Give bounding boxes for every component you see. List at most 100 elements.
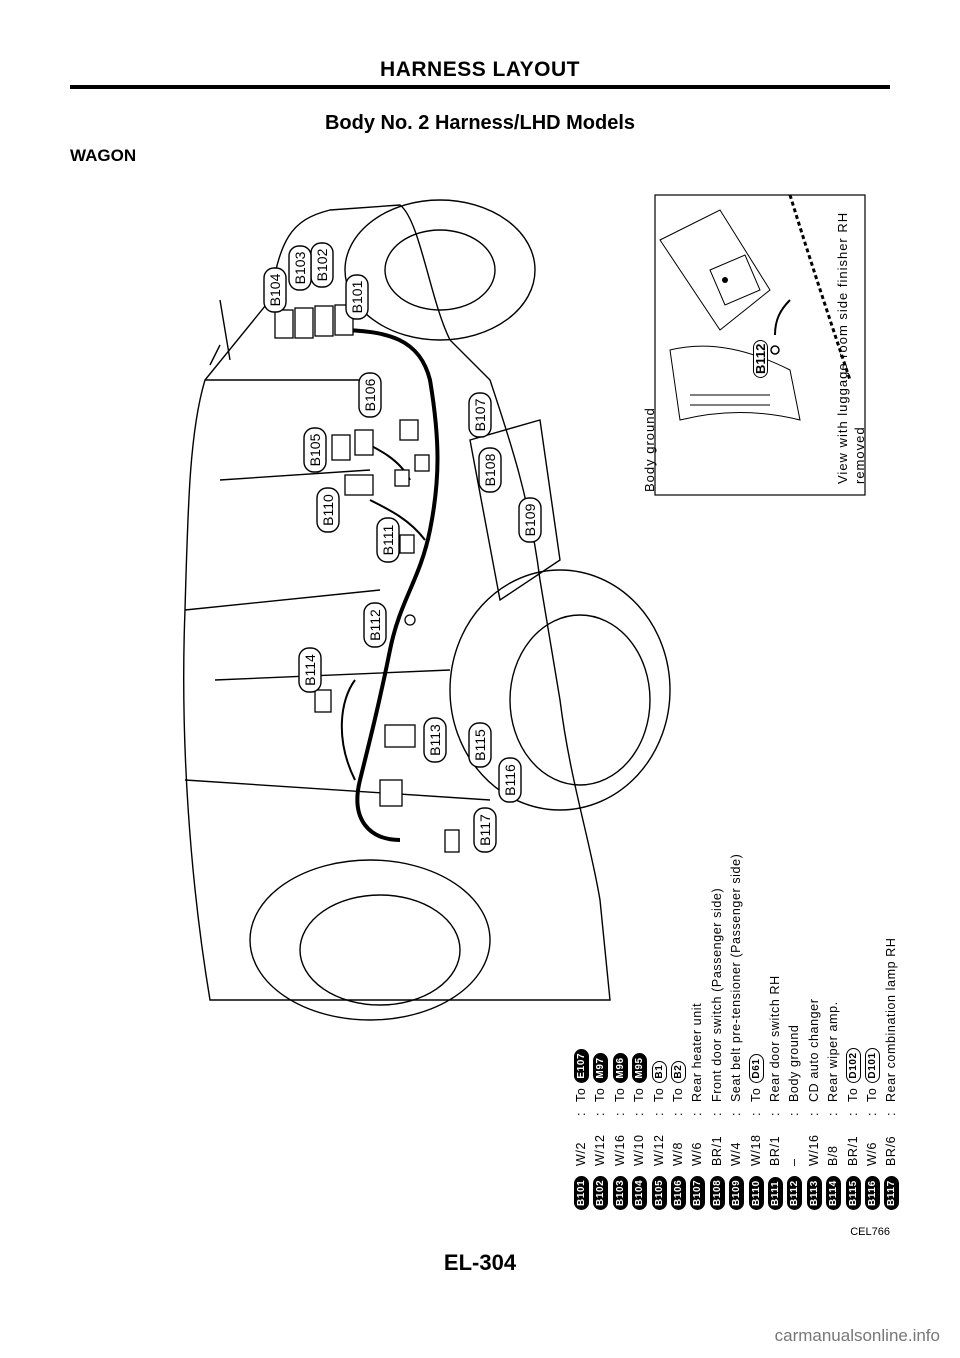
callout-b109: B109 <box>518 497 542 543</box>
connector-shapes <box>274 304 460 853</box>
legend-separator: : <box>826 1111 841 1116</box>
svg-text:B103: B103 <box>292 251 308 284</box>
legend-description: CD auto changer <box>806 998 821 1102</box>
svg-text:B115: B115 <box>472 729 488 761</box>
svg-text:B102: B102 <box>314 248 330 281</box>
legend-to-prefix: To <box>845 1087 860 1102</box>
legend-ref-connector: B1 <box>651 1060 667 1083</box>
svg-text:B109: B109 <box>522 503 538 536</box>
legend-connector-id: B115 <box>845 1176 861 1210</box>
legend-wire-color: BR/6 <box>884 1135 899 1166</box>
callout-b103: B103 <box>288 245 312 291</box>
legend-connector-id: B117 <box>884 1176 900 1210</box>
legend-description: To D102 <box>845 1048 861 1102</box>
legend-ref-connector: D101 <box>864 1048 880 1083</box>
legend-connector-id: B101 <box>574 1175 589 1210</box>
legend-wire-color: – <box>787 1158 802 1166</box>
legend-to-prefix: To <box>671 1087 685 1102</box>
legend-separator: : <box>787 1111 802 1116</box>
legend-separator: : <box>884 1111 899 1116</box>
legend-separator: : <box>612 1111 627 1116</box>
legend-wire-color: BR/1 <box>845 1135 860 1166</box>
legend-wire-color: W/6 <box>865 1141 879 1166</box>
legend-wire-color: W/12 <box>593 1134 608 1166</box>
inset-caption-line1: View with luggage room side finisher RH <box>835 211 850 484</box>
inset-body-ground-label: Body ground <box>642 407 657 492</box>
inset-caption-line2: removed <box>852 426 867 484</box>
legend-ref-connector: B2 <box>670 1060 686 1083</box>
callout-b102: B102 <box>310 242 334 288</box>
legend-connector-id: B104 <box>632 1175 648 1210</box>
page-number: EL-304 <box>443 1250 517 1275</box>
legend-separator: : <box>748 1111 763 1116</box>
legend-wire-color: BR/1 <box>709 1135 724 1166</box>
legend-wire-color: W/4 <box>729 1141 744 1166</box>
legend-to-prefix: To <box>574 1087 588 1102</box>
model-label: WAGON <box>70 146 137 165</box>
legend-description: Seat belt pre-tensioner (Passenger side) <box>729 853 744 1102</box>
figure-reference: CEL766 <box>850 1226 890 1238</box>
section-title: Body No. 2 Harness/LHD Models <box>324 112 636 134</box>
legend-row: B114 B/8: Rear wiper amp. <box>823 1001 843 1210</box>
legend-connector-id: B114 <box>826 1176 842 1210</box>
svg-text:B108: B108 <box>482 453 498 486</box>
callout-b101: B101 <box>345 274 369 320</box>
legend-separator: : <box>845 1111 860 1116</box>
legend-description: Rear door switch RH <box>768 975 782 1102</box>
legend-to-prefix: To <box>865 1087 879 1102</box>
legend-separator: : <box>865 1111 879 1116</box>
legend-wire-color: B/8 <box>826 1145 841 1166</box>
legend-description: Rear wiper amp. <box>826 1001 841 1102</box>
callout-b111: B111 <box>376 517 400 563</box>
callout-b105: B105 <box>303 427 327 473</box>
legend-connector-id: B111 <box>768 1176 783 1210</box>
legend-connector-id: B108 <box>709 1175 725 1210</box>
legend-wire-color: W/16 <box>806 1134 821 1166</box>
legend-row: B115 BR/1: To D102 <box>843 1048 863 1210</box>
legend-wire-color: W/8 <box>671 1141 685 1166</box>
legend-wire-color: W/6 <box>690 1141 705 1166</box>
header-divider <box>70 85 890 89</box>
legend-separator: : <box>806 1111 821 1116</box>
legend-to-prefix: To <box>612 1087 627 1102</box>
legend-separator: : <box>632 1111 647 1116</box>
callout-group: B101B102B103B104B105B106B107B108B109B110… <box>263 242 542 853</box>
callout-b113: B113 <box>423 717 447 763</box>
harness-wire <box>334 328 440 842</box>
svg-text:B111: B111 <box>380 524 396 555</box>
legend-description: To D101 <box>864 1048 880 1102</box>
callout-b117: B117 <box>473 807 497 853</box>
callout-b116: B116 <box>498 757 522 803</box>
legend-wire-color: W/16 <box>612 1134 627 1166</box>
legend-separator: : <box>709 1111 724 1116</box>
legend-to-prefix: To <box>748 1087 763 1102</box>
legend-to-prefix: To <box>651 1087 666 1102</box>
legend-connector-id: B116 <box>865 1176 880 1210</box>
svg-text:B106: B106 <box>362 378 378 411</box>
legend-wire-color: W/12 <box>651 1134 666 1166</box>
harness-diagram: B101B102B103B104B105B106B107B108B109B110… <box>183 194 866 1021</box>
svg-text:B104: B104 <box>267 273 283 306</box>
svg-text:B113: B113 <box>427 724 443 756</box>
callout-b104: B104 <box>263 267 287 313</box>
legend-ref-connector: D102 <box>845 1048 861 1083</box>
page-header-title: HARNESS LAYOUT <box>380 58 580 81</box>
svg-text:B110: B110 <box>320 494 336 526</box>
legend-description: To B1 <box>651 1060 667 1102</box>
legend-separator: : <box>574 1111 588 1116</box>
legend-separator: : <box>768 1111 782 1116</box>
legend-ref-connector: M95 <box>631 1053 647 1083</box>
svg-text:B116: B116 <box>502 764 518 796</box>
legend-separator: : <box>593 1111 608 1116</box>
